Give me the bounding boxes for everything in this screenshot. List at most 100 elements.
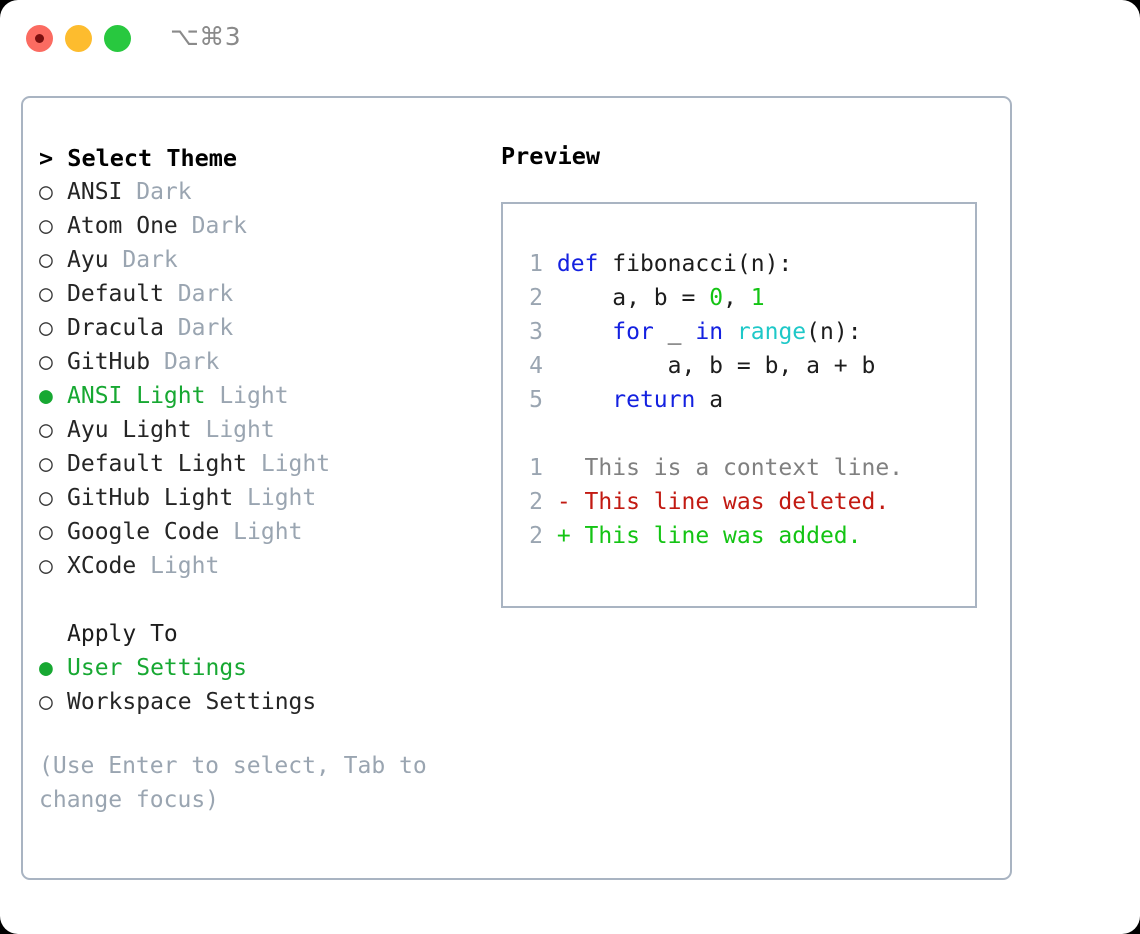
radio-unselected-icon: ○	[39, 451, 53, 477]
theme-variant-badge: Light	[205, 383, 289, 409]
code-token: (n):	[806, 319, 862, 345]
theme-list-item[interactable]: ○ Google Code Light	[39, 515, 479, 549]
theme-variant-badge: Light	[191, 417, 275, 443]
theme-list-item[interactable]: ○GitHub Light Light	[39, 481, 479, 515]
theme-list-item[interactable]: ○ GitHub Dark	[39, 345, 479, 379]
diff-line-text: - This line was deleted.	[543, 489, 890, 515]
code-token	[557, 319, 612, 345]
theme-picker-panel: > Select Theme ○ANSI Dark○Atom One Dark○…	[21, 96, 1012, 880]
theme-list-item[interactable]: ○Default Light Light	[39, 447, 479, 481]
titlebar: ⌥⌘3	[0, 0, 1140, 78]
theme-list-item[interactable]: ○ Dracula Dark	[39, 311, 479, 345]
code-token	[723, 319, 737, 345]
apply-to-options: ●User Settings○Workspace Settings	[39, 651, 479, 719]
window-controls	[26, 25, 131, 52]
theme-name: ANSI Light	[67, 383, 206, 409]
minimize-button[interactable]	[65, 25, 92, 52]
theme-variant-badge: Light	[219, 519, 303, 545]
code-token: a, b = b, a + b	[556, 353, 876, 379]
radio-unselected-icon: ○	[39, 485, 53, 511]
code-token: ,	[723, 285, 751, 311]
theme-name: ANSI	[67, 179, 123, 205]
diff-line-text: + This line was added.	[543, 523, 862, 549]
theme-name: Dracula	[67, 315, 164, 341]
theme-name: XCode	[67, 553, 137, 579]
theme-name: Google Code	[67, 519, 220, 545]
code-line: 1 def fibonacci(n):	[513, 247, 971, 281]
list-spacer	[39, 583, 479, 617]
theme-name: Default	[67, 281, 164, 307]
theme-list-item[interactable]: ○ Ayu Light Light	[39, 413, 479, 447]
code-line: 5 return a	[513, 383, 971, 417]
radio-unselected-icon: ○	[39, 519, 53, 545]
code-token	[557, 387, 612, 413]
close-button[interactable]	[26, 25, 53, 52]
code-token: 1	[750, 285, 765, 311]
theme-name: Atom One	[67, 213, 178, 239]
radio-unselected-icon: ○	[39, 349, 53, 375]
theme-list-header: > Select Theme	[39, 144, 238, 172]
radio-selected-icon: ●	[39, 655, 53, 681]
code-token: def	[556, 251, 599, 277]
code-token: range	[736, 319, 807, 345]
code-line: 4 a, b = b, a + b	[513, 349, 971, 383]
preview-column: Preview 1 def fibonacci(n):2 a, b = 0, 1…	[501, 141, 1001, 608]
theme-list-item[interactable]: ○ANSI Dark	[39, 175, 479, 209]
code-line: 2 a, b = 0, 1	[513, 281, 971, 315]
diff-line-number: 2	[529, 489, 543, 515]
preview-title: Preview	[501, 142, 601, 170]
theme-variant-badge: Light	[247, 451, 331, 477]
code-token: a, b =	[556, 285, 710, 311]
theme-name: Ayu	[67, 247, 109, 273]
apply-to-label: Apply To	[67, 621, 178, 647]
theme-name: GitHub	[67, 349, 151, 375]
code-gutter-space	[543, 251, 557, 277]
radio-selected-icon: ●	[39, 383, 53, 409]
theme-list-item[interactable]: ○Ayu Dark	[39, 243, 479, 277]
code-gutter-space	[543, 387, 557, 413]
diff-line: 2 - This line was deleted.	[513, 485, 971, 519]
keyboard-hint: (Use Enter to select, Tab to change focu…	[39, 753, 441, 813]
diff-line-number: 2	[529, 523, 543, 549]
code-line-number: 2	[529, 285, 543, 311]
theme-name: GitHub Light	[67, 485, 234, 511]
theme-list-column: > Select Theme ○ANSI Dark○Atom One Dark○…	[39, 141, 479, 817]
apply-to-option-label: Workspace Settings	[67, 689, 317, 715]
code-line-number: 3	[529, 319, 543, 345]
code-token: fibonacci(n):	[598, 251, 793, 277]
theme-variant-badge: Dark	[150, 349, 220, 375]
code-gutter-space	[543, 285, 557, 311]
code-line-number: 4	[529, 353, 543, 379]
diff-line-number: 1	[529, 455, 543, 481]
maximize-button[interactable]	[104, 25, 131, 52]
theme-list-item[interactable]: ● ANSI Light Light	[39, 379, 479, 413]
radio-unselected-icon: ○	[39, 315, 53, 341]
radio-unselected-icon: ○	[39, 213, 53, 239]
theme-variant-badge: Dark	[122, 179, 192, 205]
radio-unselected-icon: ○	[39, 553, 53, 579]
keyboard-shortcut-label: ⌥⌘3	[170, 22, 242, 51]
code-token: _	[653, 319, 696, 345]
theme-name: Ayu Light	[67, 417, 192, 443]
code-token: a	[695, 387, 724, 413]
code-gutter-space	[543, 353, 557, 379]
code-line-number: 5	[529, 387, 543, 413]
diff-sample: 1 This is a context line.2 - This line w…	[513, 451, 971, 553]
radio-unselected-icon: ○	[39, 247, 53, 273]
diff-line: 2 + This line was added.	[513, 519, 971, 553]
radio-unselected-icon: ○	[39, 281, 53, 307]
theme-list-item[interactable]: ○ XCode Light	[39, 549, 479, 583]
code-token: for	[612, 319, 654, 345]
apply-to-option[interactable]: ○Workspace Settings	[39, 685, 479, 719]
apply-to-option[interactable]: ●User Settings	[39, 651, 479, 685]
theme-list-item[interactable]: ○Atom One Dark	[39, 209, 479, 243]
theme-variant-badge: Dark	[163, 315, 234, 341]
theme-variant-badge: Dark	[163, 281, 234, 307]
radio-unselected-icon: ○	[39, 417, 53, 443]
theme-variant-badge: Light	[136, 553, 220, 579]
code-token: 0	[709, 285, 724, 311]
theme-list-item[interactable]: ○ Default Dark	[39, 277, 479, 311]
